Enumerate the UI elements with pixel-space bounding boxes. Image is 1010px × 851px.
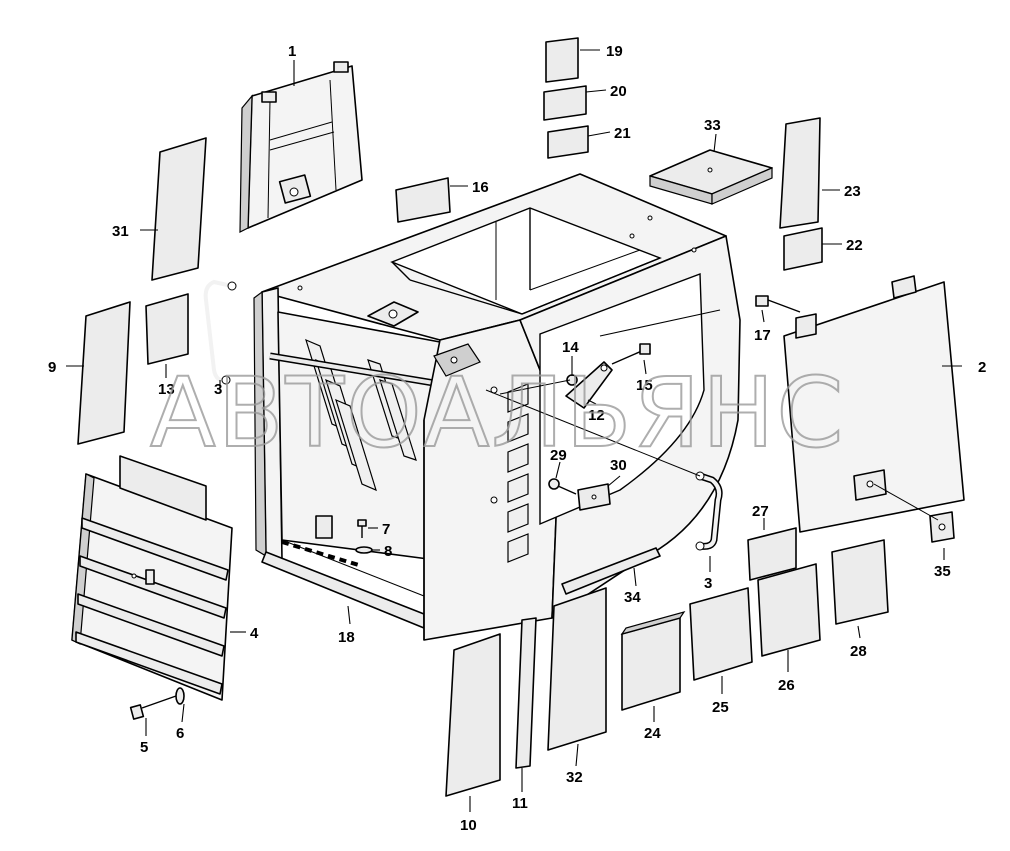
callout-26: 26 [778,677,795,694]
part-8-washer [355,546,373,554]
callout-19: 19 [606,43,623,60]
callout-22: 22 [846,237,863,254]
part-22-pad [783,227,823,271]
callout-14: 14 [562,339,579,356]
callout-21: 21 [614,125,631,142]
callout-30: 30 [610,457,627,474]
callout-35: 35 [934,563,951,580]
part-29-bolt [548,478,577,495]
callout-33: 33 [704,117,721,134]
right-vent-slots [507,383,529,563]
part-12-bracket [565,361,613,409]
part-21-pad [547,125,589,159]
part-15-bolt [611,343,651,365]
part-23-pad [779,117,821,229]
callout-32: 32 [566,769,583,786]
callout-3-right: 3 [704,575,712,592]
part-32-pad [547,587,607,751]
part-3-handle-left [203,279,237,385]
part-34-bar [561,547,661,595]
leader-lines [66,49,962,812]
part-1-door-panel [239,61,363,233]
part-7-bolt [357,519,367,538]
part-11-strip [515,617,537,769]
callout-5: 5 [140,739,148,756]
cab-frame [253,173,741,641]
part-35-plate [929,511,955,543]
callout-8: 8 [384,543,392,560]
part-6-washer [175,687,185,705]
part-13-pad [145,293,189,365]
part-19-pad [545,37,579,83]
callout-9: 9 [48,359,56,376]
callout-15: 15 [636,377,653,394]
part-30-plate [577,483,611,511]
callout-28: 28 [850,643,867,660]
grille-bars [75,517,229,695]
callout-1: 1 [288,43,296,60]
callout-18: 18 [338,629,355,646]
callout-11: 11 [512,795,528,812]
part-9-side-panel [77,301,131,445]
callout-34: 34 [624,589,641,606]
part-17-bolt [755,295,817,339]
part-24-pad [620,610,686,711]
callout-7: 7 [382,521,390,538]
callout-labels: 1 2 3 3 4 5 6 7 8 9 10 11 12 13 14 15 16… [48,43,986,834]
callout-29: 29 [550,447,567,464]
part-16-pad [395,177,451,223]
callout-25: 25 [712,699,729,716]
callout-17: 17 [754,327,771,344]
part-31-side-panel [151,137,207,281]
callout-6: 6 [176,725,184,742]
callout-31: 31 [112,223,129,240]
callout-20: 20 [610,83,627,100]
watermark-text: АВТОАЛЬЯНС [150,357,845,469]
callout-13: 13 [158,381,175,398]
part-26-pad [757,563,821,657]
part-33-roof-pad [649,149,773,205]
callout-3-left: 3 [214,381,222,398]
callout-16: 16 [472,179,489,196]
part-2-side-panel [783,275,965,533]
part-4-grille [71,455,233,701]
part-10-pad [445,633,501,797]
part-20-pad [543,85,587,121]
part-28-pad [831,539,889,625]
callout-2: 2 [978,359,986,376]
callout-23: 23 [844,183,861,200]
callout-4: 4 [250,625,259,642]
callout-12: 12 [588,407,605,424]
callout-24: 24 [644,725,661,742]
part-25-pad [689,587,753,681]
callout-27: 27 [752,503,769,520]
part-3-handle-right [695,471,723,551]
callout-10: 10 [460,817,477,834]
part-27-pad [747,527,797,581]
part-5-bolt [129,695,177,720]
